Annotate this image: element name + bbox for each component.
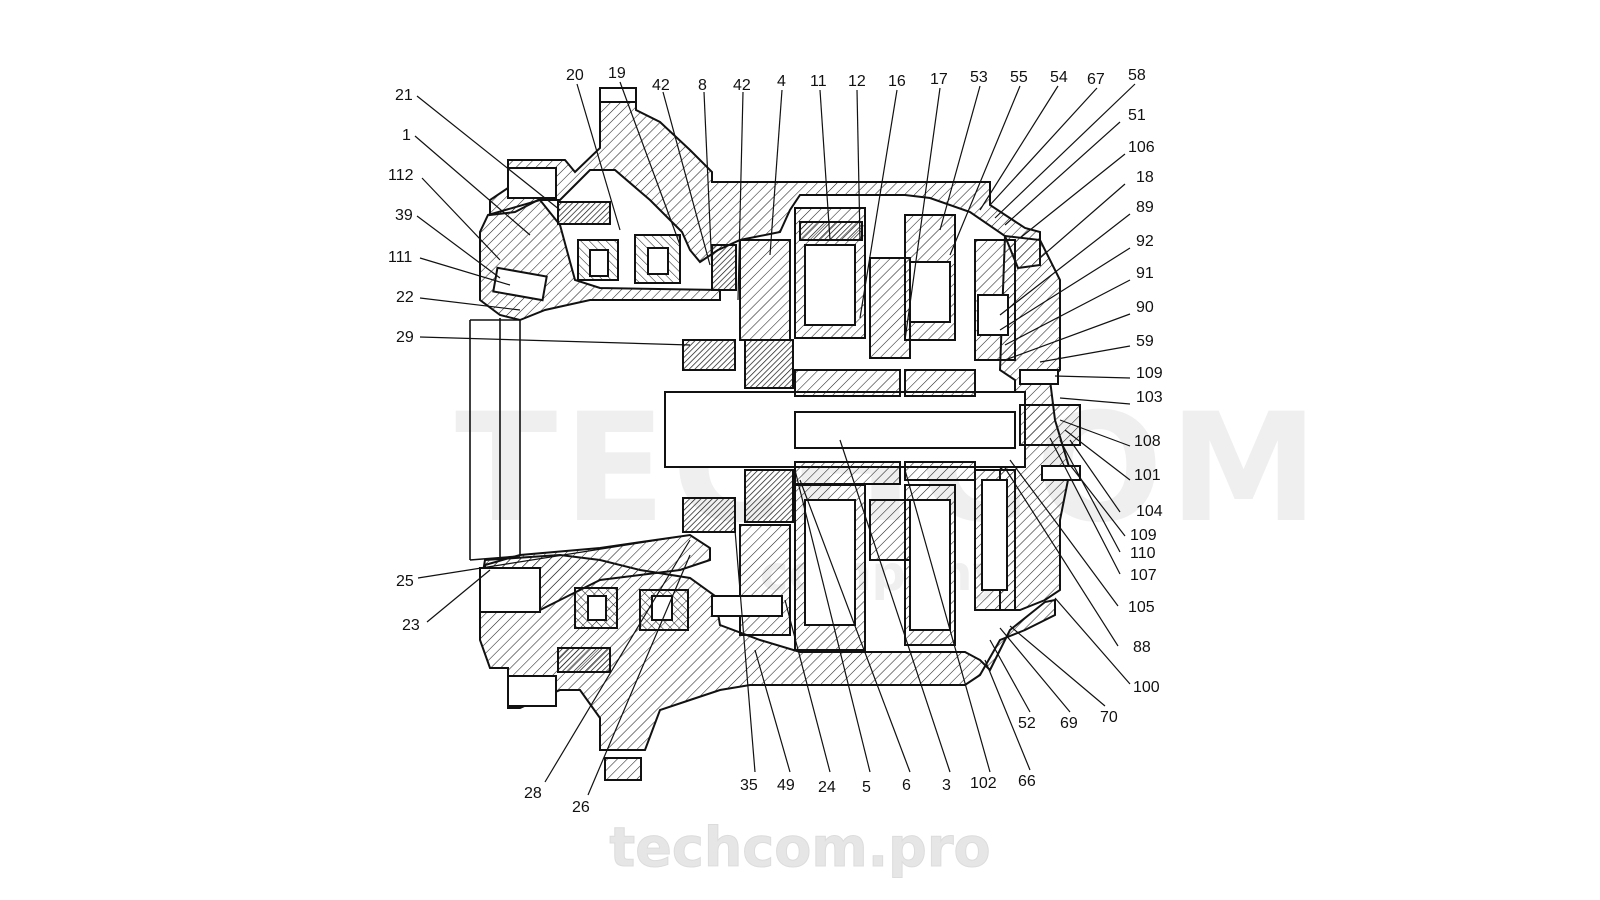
part-label: 91 (1136, 265, 1154, 282)
part-label: 89 (1136, 199, 1154, 216)
part-label: 26 (572, 799, 590, 816)
input-shaft-core (794, 411, 1016, 449)
main-housing-upper (489, 87, 1041, 270)
planet-carrier-upper (739, 239, 791, 341)
mount-bolt-top (599, 87, 637, 103)
spring-pack-upper (682, 339, 736, 371)
bottom-bolt (711, 595, 783, 617)
flange-bolt-lower (507, 675, 557, 707)
site-watermark: techcom.pro (609, 816, 990, 879)
part-label: 4 (777, 73, 786, 90)
bearing-roller-lower-a (587, 595, 607, 621)
gear-assembly-drawing (469, 87, 1081, 781)
part-label: 6 (902, 777, 911, 794)
friction-discs-lower (744, 469, 794, 523)
part-label: 16 (888, 73, 906, 90)
planet-carrier-lower (739, 524, 791, 636)
part-label: 18 (1136, 169, 1154, 186)
part-label: 20 (566, 67, 584, 84)
part-label: 22 (396, 289, 414, 306)
main-housing-lower (479, 553, 1056, 751)
second-planet-upper-gear (909, 261, 951, 323)
drain-plug (479, 567, 541, 613)
sun-gear-upper (794, 369, 901, 397)
part-label: 39 (395, 207, 413, 224)
planet-gear-upper (804, 244, 856, 326)
seal-upper (557, 201, 611, 225)
part-label: 104 (1136, 503, 1163, 520)
part-label: 92 (1136, 233, 1154, 250)
part-label: 109 (1136, 365, 1163, 382)
part-label: 11 (810, 73, 827, 90)
part-label: 59 (1136, 333, 1154, 350)
part-label: 108 (1134, 433, 1161, 450)
part-label: 8 (698, 77, 707, 94)
part-label: 29 (396, 329, 414, 346)
part-label: 100 (1133, 679, 1160, 696)
bearing-roller-upper-b (647, 247, 669, 275)
part-label: 23 (402, 617, 420, 634)
fill-plug (492, 266, 548, 302)
part-label: 111 (388, 249, 412, 266)
sun-gear-2-upper (904, 369, 976, 397)
part-labels: 21 1 112 39 111 22 29 20 19 42 8 42 4 11… (388, 65, 1163, 816)
part-label: 53 (970, 69, 988, 86)
part-label: 24 (818, 779, 836, 796)
part-label: 25 (396, 573, 414, 590)
inner-bore-outline (469, 318, 521, 561)
part-label: 42 (733, 77, 751, 94)
part-label: 102 (970, 775, 997, 792)
part-label: 51 (1128, 107, 1146, 124)
part-label: 110 (1130, 545, 1156, 562)
part-label: 101 (1134, 467, 1161, 484)
part-label: 107 (1130, 567, 1157, 584)
part-label: 66 (1018, 773, 1036, 790)
part-label: 67 (1087, 71, 1105, 88)
spacer-8 (711, 244, 737, 291)
needle-bearing-upper (799, 221, 863, 241)
part-label: 70 (1100, 709, 1118, 726)
brake-piston-lower-face (981, 479, 1008, 591)
part-label: 112 (388, 167, 414, 184)
part-label: 105 (1128, 599, 1155, 616)
sun-gear-2-lower (904, 461, 976, 481)
part-label: 35 (740, 777, 758, 794)
part-label: 28 (524, 785, 542, 802)
part-label: 88 (1133, 639, 1151, 656)
part-label: 69 (1060, 715, 1078, 732)
part-label: 49 (777, 777, 795, 794)
part-label: 12 (848, 73, 866, 90)
part-label: 19 (608, 65, 626, 82)
friction-discs-upper (744, 339, 794, 389)
leader-lines (414, 81, 1136, 796)
part-label: 21 (395, 87, 413, 104)
sun-gear-lower (794, 461, 901, 485)
bearing-roller-upper-a (589, 249, 609, 277)
flange-bolt-upper (507, 167, 557, 199)
part-label: 3 (942, 777, 951, 794)
mount-bolt-bottom (604, 757, 642, 781)
part-label: 42 (652, 77, 670, 94)
part-label: 54 (1050, 69, 1068, 86)
part-label: 58 (1128, 67, 1146, 84)
part-label: 103 (1136, 389, 1163, 406)
part-label: 5 (862, 779, 871, 796)
bearing-roller-lower-b (651, 595, 673, 621)
brake-piston-upper-face (977, 294, 1009, 336)
cover-bolt-bottom (1041, 465, 1081, 481)
cover-bolt-top (1019, 369, 1059, 385)
part-label: 52 (1018, 715, 1036, 732)
part-label: 109 (1130, 527, 1157, 544)
part-label: 17 (930, 71, 948, 88)
spring-pack-lower (682, 497, 736, 533)
part-label: 55 (1010, 69, 1028, 86)
part-label: 1 (402, 127, 411, 144)
part-label: 90 (1136, 299, 1154, 316)
seal-lower (557, 647, 611, 673)
part-label: 106 (1128, 139, 1155, 156)
